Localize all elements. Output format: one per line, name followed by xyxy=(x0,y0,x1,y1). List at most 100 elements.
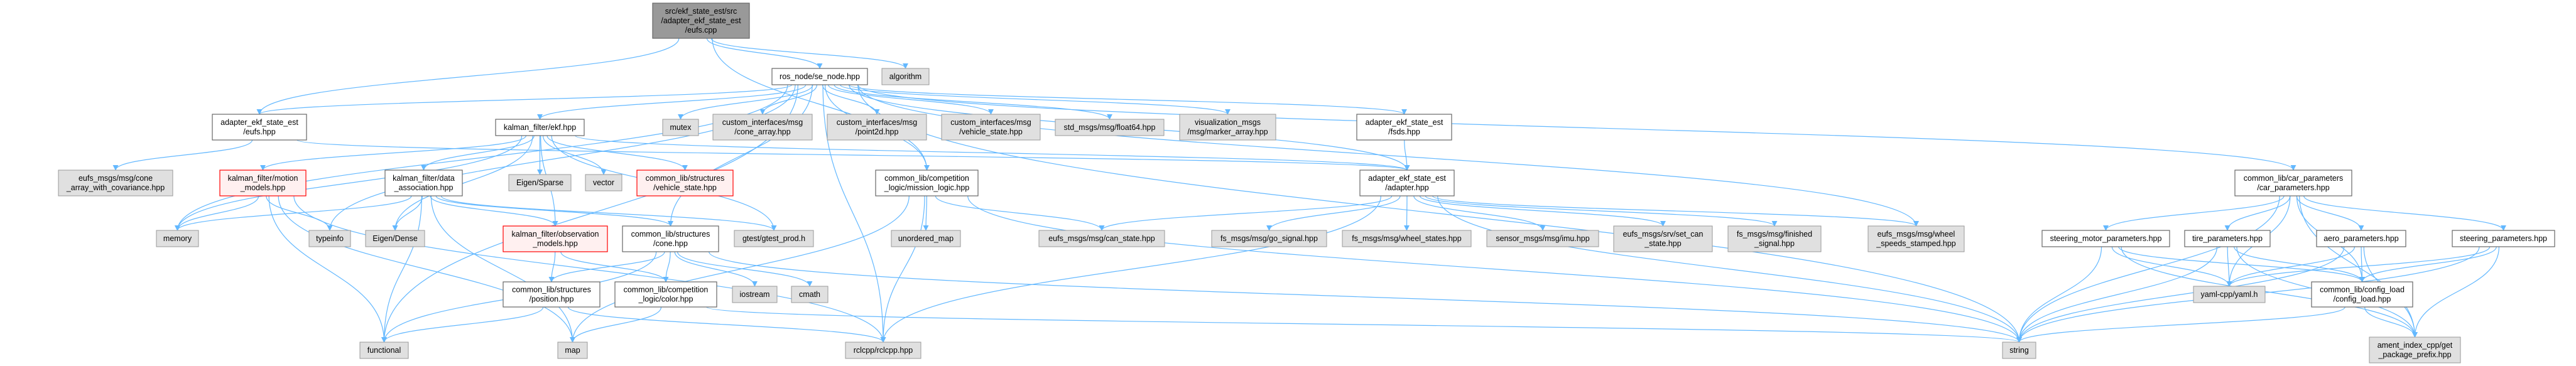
node-box xyxy=(881,68,930,85)
node-eufs_hpp[interactable]: adapter_ekf_state_est/eufs.hpp xyxy=(212,114,307,141)
node-label: fs_msgs/msg/finished xyxy=(1737,230,1812,239)
node-se_node[interactable]: ros_node/se_node.hpp xyxy=(771,68,868,85)
edge-steering-to-ament xyxy=(2412,246,2500,338)
node-steering[interactable]: steering_parameters.hpp xyxy=(2452,230,2555,247)
node-observation[interactable]: kalman_filter/observation_models.hpp xyxy=(503,225,608,252)
node-cone[interactable]: common_lib/structures/cone.hpp xyxy=(622,225,719,252)
node-label: ament_index_cpp/get xyxy=(2378,341,2453,350)
edge-ekf-to-eigen_dense xyxy=(392,135,533,231)
edge-se_node-to-typeinfo xyxy=(327,84,796,231)
edge-car_params-to-steering_motor xyxy=(2103,195,2285,231)
edge-color-to-map xyxy=(570,306,662,343)
node-box xyxy=(1727,225,1822,252)
node-label: custom_interfaces/msg xyxy=(950,118,1031,127)
node-gtest: gtest/gtest_prod.h xyxy=(734,230,814,247)
node-box xyxy=(622,225,719,252)
node-label: common_lib/competition xyxy=(624,286,709,294)
node-position[interactable]: common_lib/structures/position.hpp xyxy=(503,281,601,308)
node-box xyxy=(732,286,778,303)
edge-cone-to-cmath xyxy=(677,251,813,287)
edge-adapter-to-imu xyxy=(1413,195,1546,231)
node-mutex: mutex xyxy=(662,119,699,136)
edge-ekf-to-memory xyxy=(175,135,523,231)
edge-se_node-to-memory xyxy=(175,84,788,231)
node-box xyxy=(156,230,199,247)
edge-mission-to-can_state xyxy=(935,195,1105,231)
node-label: vector xyxy=(593,178,614,187)
node-config_load[interactable]: common_lib/config_load/config_load.hpp xyxy=(2311,281,2413,308)
node-label: /cone_array.hpp xyxy=(734,127,790,136)
edge-aero-to-string xyxy=(2016,246,2345,343)
edge-eufs_hpp-to-adapter xyxy=(296,139,1410,171)
node-label: common_lib/config_load xyxy=(2320,286,2405,294)
edge-position-to-rclcpp xyxy=(567,306,886,343)
node-marker_array: visualization_msgs/msg/marker_array.hpp xyxy=(1179,114,1276,141)
node-tire[interactable]: tire_parameters.hpp xyxy=(2184,230,2271,247)
edge-car_params-to-aero xyxy=(2296,195,2364,231)
node-label: /eufs.cpp xyxy=(685,26,717,35)
node-label: /vehicle_state.hpp xyxy=(959,127,1023,136)
edge-mission-to-rclcpp xyxy=(880,195,925,343)
edge-mission-to-string xyxy=(967,195,2022,343)
edge-se_node-to-ekf xyxy=(537,84,807,120)
node-label: /point2d.hpp xyxy=(856,127,899,136)
node-label: /cone.hpp xyxy=(653,239,688,248)
node-label: _array_with_covariance.hpp xyxy=(66,183,165,192)
node-label: tire_parameters.hpp xyxy=(2192,234,2263,243)
node-label: visualization_msgs xyxy=(1195,118,1261,127)
node-mission[interactable]: common_lib/competition_logic/mission_log… xyxy=(875,170,979,196)
node-label: mutex xyxy=(670,123,692,132)
node-label: fs_msgs/msg/wheel_states.hpp xyxy=(1352,234,1461,243)
node-box xyxy=(734,230,814,247)
node-ekf[interactable]: kalman_filter/ekf.hpp xyxy=(495,119,585,136)
node-color[interactable]: common_lib/competition_logic/color.hpp xyxy=(614,281,717,308)
node-adapter[interactable]: adapter_ekf_state_est/adapter.hpp xyxy=(1359,170,1455,196)
node-box xyxy=(891,230,961,247)
node-aero[interactable]: aero_parameters.hpp xyxy=(2316,230,2406,247)
edge-motion-to-functional xyxy=(268,195,387,343)
node-map: map xyxy=(557,342,588,359)
node-cl_vehicle_state[interactable]: common_lib/structures/vehicle_state.hpp xyxy=(636,170,734,196)
edge-steering_motor-to-ament xyxy=(2121,246,2418,338)
edge-cone-to-position xyxy=(548,251,665,283)
edge-adapter-to-can_state xyxy=(1099,195,1393,231)
edge-observation-to-position xyxy=(548,251,556,283)
node-label: Eigen/Sparse xyxy=(516,178,563,187)
node-wheel_speeds: eufs_msgs/msg/wheel_speeds_stamped.hpp xyxy=(1867,225,1965,252)
edge-car_params-to-tire xyxy=(2224,195,2291,231)
node-rclcpp: rclcpp/rclcpp.hpp xyxy=(845,342,921,359)
node-label: _speeds_stamped.hpp xyxy=(1876,239,1956,248)
node-label: common_lib/structures xyxy=(646,174,725,183)
edge-se_node-to-ci_vehicle_state xyxy=(828,84,994,115)
node-root[interactable]: src/ekf_state_est/src/adapter_ekf_state_… xyxy=(652,3,750,39)
node-fsds[interactable]: adapter_ekf_state_est/fsds.hpp xyxy=(1356,114,1452,141)
node-steering_motor[interactable]: steering_motor_parameters.hpp xyxy=(2041,230,2170,247)
node-memory: memory xyxy=(156,230,199,247)
node-data_assoc[interactable]: kalman_filter/data_association.hpp xyxy=(384,170,463,196)
node-label: yaml-cpp/yaml.h xyxy=(2201,290,2258,299)
edge-data_assoc-to-gtest xyxy=(440,195,777,231)
edge-root-to-mission xyxy=(712,38,930,171)
node-box xyxy=(495,119,585,136)
node-label: sensor_msgs/msg/imu.hpp xyxy=(1496,234,1589,243)
node-box xyxy=(212,114,307,141)
node-motion[interactable]: kalman_filter/motion_models.hpp xyxy=(219,170,307,196)
node-label: fs_msgs/msg/go_signal.hpp xyxy=(1220,234,1318,243)
node-label: /position.hpp xyxy=(530,295,574,304)
node-box xyxy=(636,170,734,196)
node-cmath: cmath xyxy=(791,286,829,303)
node-label: _logic/mission_logic.hpp xyxy=(884,183,970,192)
edge-data_assoc-to-functional xyxy=(381,195,422,343)
edge-root-to-se_node xyxy=(706,38,823,69)
node-label: Eigen/Dense xyxy=(372,234,418,243)
edge-tire-to-yaml xyxy=(2226,246,2232,287)
node-car_params[interactable]: common_lib/car_parameters/car_parameters… xyxy=(2234,170,2352,196)
edge-se_node-to-eufs_hpp xyxy=(256,84,792,115)
node-label: /vehicle_state.hpp xyxy=(653,183,717,192)
edge-observation-to-color xyxy=(560,251,669,283)
node-box xyxy=(1342,230,1472,247)
edge-data_assoc-to-cone xyxy=(435,195,673,227)
node-box xyxy=(2316,230,2406,247)
node-wheel_states: fs_msgs/msg/wheel_states.hpp xyxy=(1342,230,1472,247)
